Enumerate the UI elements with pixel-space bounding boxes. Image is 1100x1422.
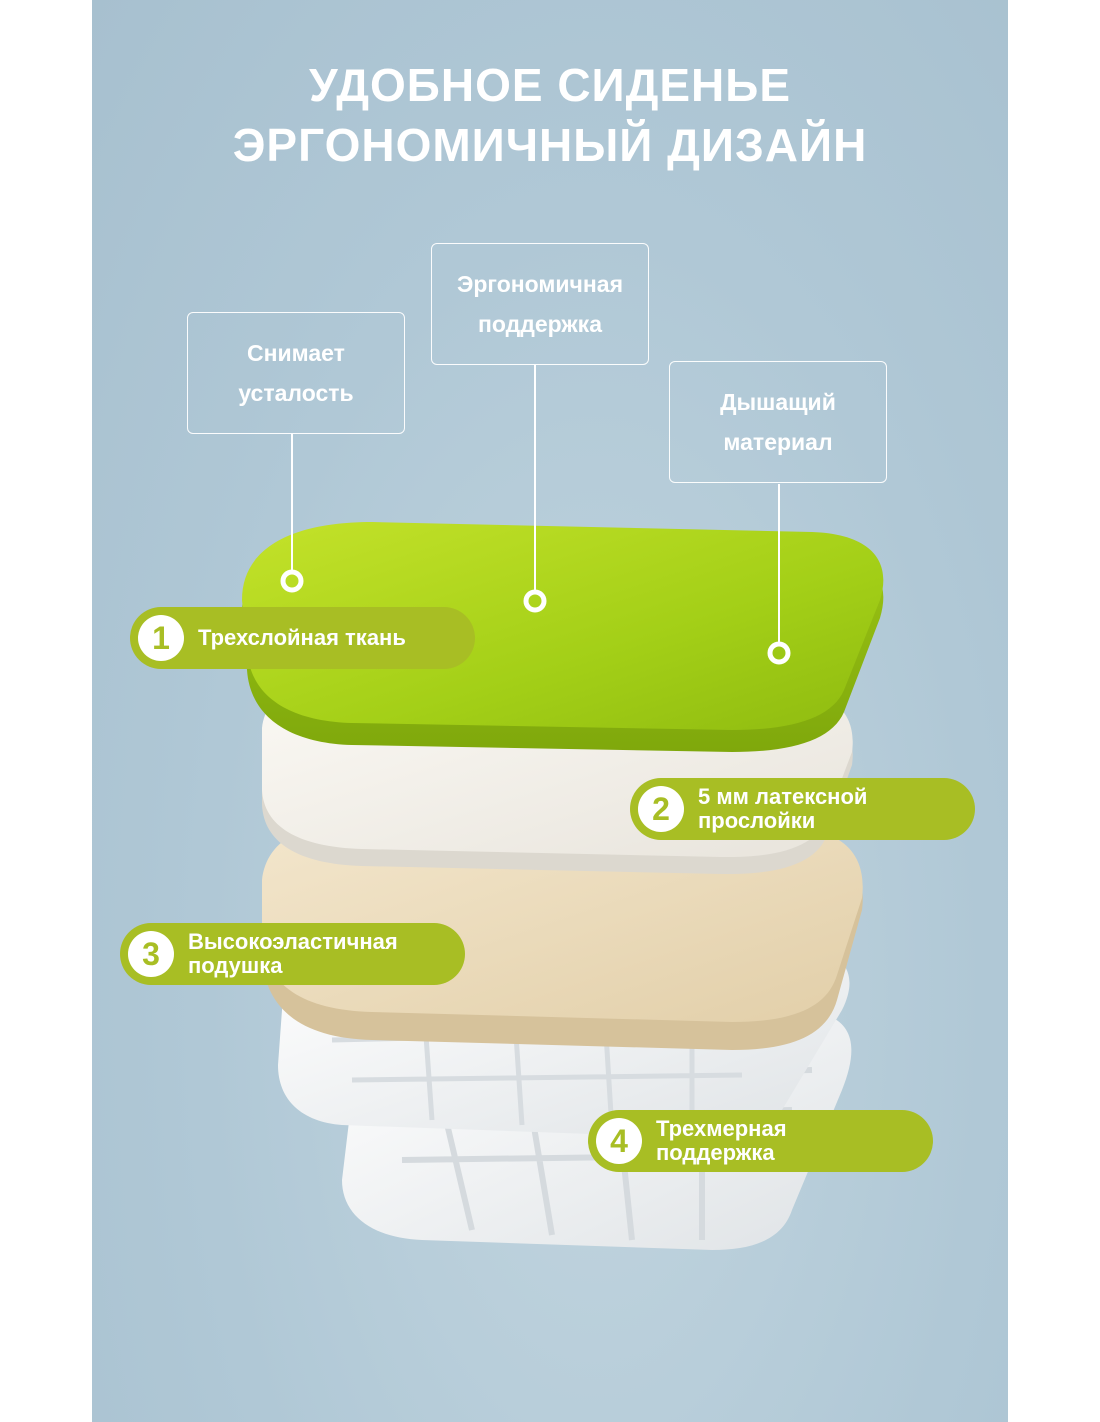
title-line-2: ЭРГОНОМИЧНЫЙ ДИЗАЙН — [232, 119, 868, 171]
layer-number-badge: 2 — [638, 786, 684, 832]
callout-relieves-fatigue: Снимает усталость — [187, 312, 405, 434]
layer-number-badge: 4 — [596, 1118, 642, 1164]
callout-line: Дышащий — [720, 389, 836, 415]
layer-label-text: Высокоэластичная — [188, 929, 398, 954]
layer-number-badge: 3 — [128, 931, 174, 977]
seat-layers-illustration — [242, 365, 884, 1250]
anchor-dot-3 — [767, 641, 791, 665]
layer-number-badge: 1 — [138, 615, 184, 661]
layer-label-text: 5 мм латексной — [698, 784, 868, 809]
layer-label-4: 4 Трехмерная поддержка — [588, 1110, 933, 1172]
anchor-dot-1 — [280, 569, 304, 593]
layer-label-2: 2 5 мм латексной прослойки — [630, 778, 975, 840]
layer-label-text: поддержка — [656, 1140, 775, 1165]
layer-label-3: 3 Высокоэластичная подушка — [120, 923, 465, 985]
fabric-top-layer — [242, 522, 884, 752]
anchor-dot-2 — [523, 589, 547, 613]
callout-line: материал — [723, 429, 833, 455]
callout-breathable-material: Дышащий материал — [669, 361, 887, 483]
callout-line: усталость — [238, 380, 354, 406]
callout-line: поддержка — [478, 311, 602, 337]
product-infographic: УДОБНОЕ СИДЕНЬЕ ЭРГОНОМИЧНЫЙ ДИЗАЙН — [92, 0, 1008, 1422]
title-line-1: УДОБНОЕ СИДЕНЬЕ — [308, 59, 792, 111]
layer-label-text: подушка — [188, 953, 283, 978]
callout-line: Снимает — [247, 340, 345, 366]
callout-line: Эргономичная — [457, 271, 623, 297]
layer-label-1: 1 Трехслойная ткань — [130, 607, 475, 669]
callout-ergonomic-support: Эргономичная поддержка — [431, 243, 649, 365]
layer-label-text: прослойки — [698, 808, 816, 833]
layer-label-text: Трехслойная ткань — [198, 625, 406, 650]
layer-label-text: Трехмерная — [656, 1116, 787, 1141]
